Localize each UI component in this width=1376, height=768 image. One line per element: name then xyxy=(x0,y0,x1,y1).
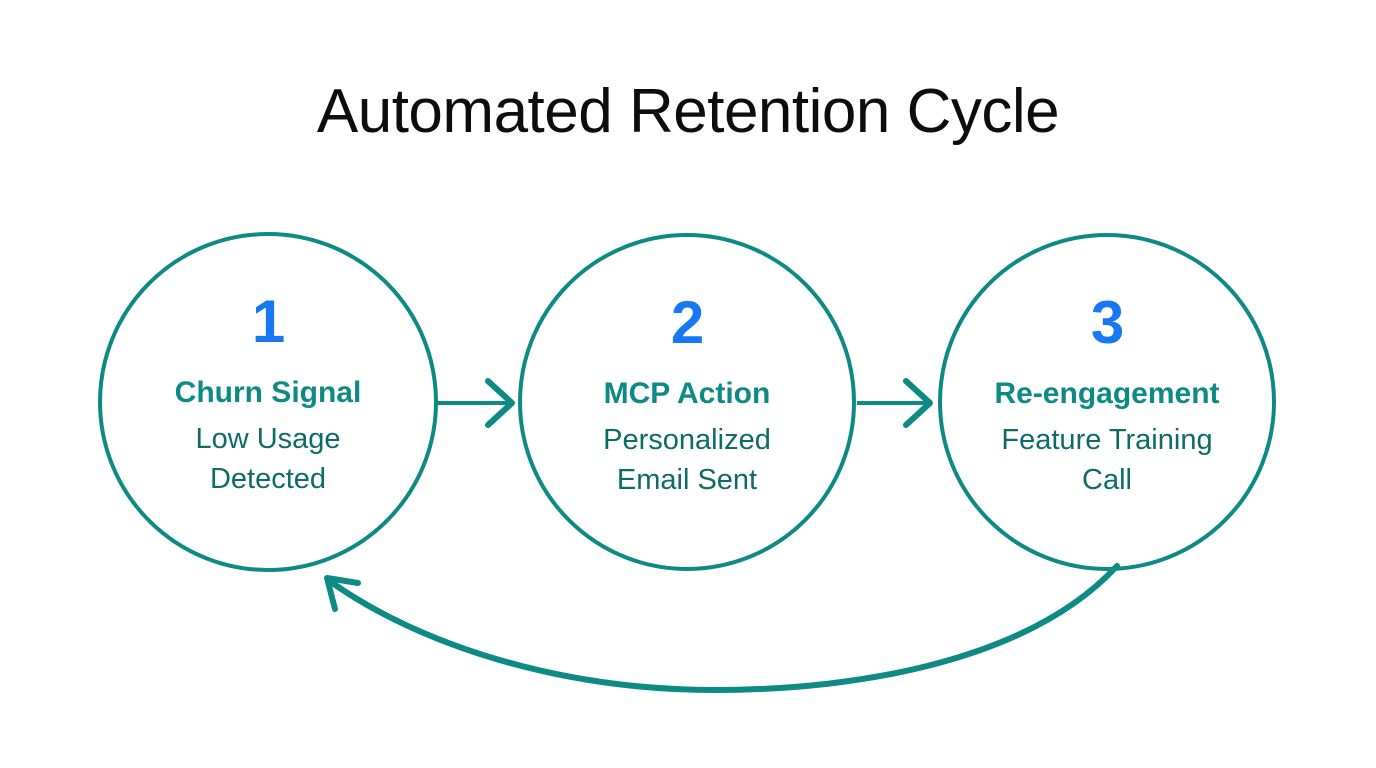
node-1-title: Churn Signal xyxy=(174,376,362,409)
node-3-number: 3 xyxy=(1090,289,1124,356)
arrow-3-to-1-feedback xyxy=(324,563,1120,694)
node-circle-2[interactable] xyxy=(518,233,856,571)
node-3-title: Re-engagement xyxy=(994,377,1220,410)
node-circle-1[interactable] xyxy=(98,232,438,572)
node-1-desc-line-1: Low Usage xyxy=(195,423,341,455)
arrow-2-to-3 xyxy=(857,378,933,428)
node-1-number: 1 xyxy=(251,288,285,355)
node-1-desc-line-2: Detected xyxy=(209,463,327,496)
node-3-desc-line-1: Feature Training xyxy=(1001,424,1213,456)
node-2-desc-line-2: Email Sent xyxy=(616,464,758,497)
node-3-desc-line-2: Call xyxy=(1082,464,1132,497)
node-2-title: MCP Action xyxy=(603,377,771,410)
node-2-number: 2 xyxy=(670,289,704,356)
page-title: Automated Retention Cycle xyxy=(316,77,1060,146)
node-2-desc-line-1: Personalized xyxy=(603,424,771,456)
node-circle-3[interactable] xyxy=(938,233,1276,571)
node-1[interactable]: 1 Churn Signal Low Usage Detected xyxy=(100,234,436,570)
node-3[interactable]: 3 Re-engagement Feature Training Call xyxy=(940,235,1274,569)
node-2[interactable]: 2 MCP Action Personalized Email Sent xyxy=(520,235,854,569)
arrow-1-to-2 xyxy=(438,378,515,428)
